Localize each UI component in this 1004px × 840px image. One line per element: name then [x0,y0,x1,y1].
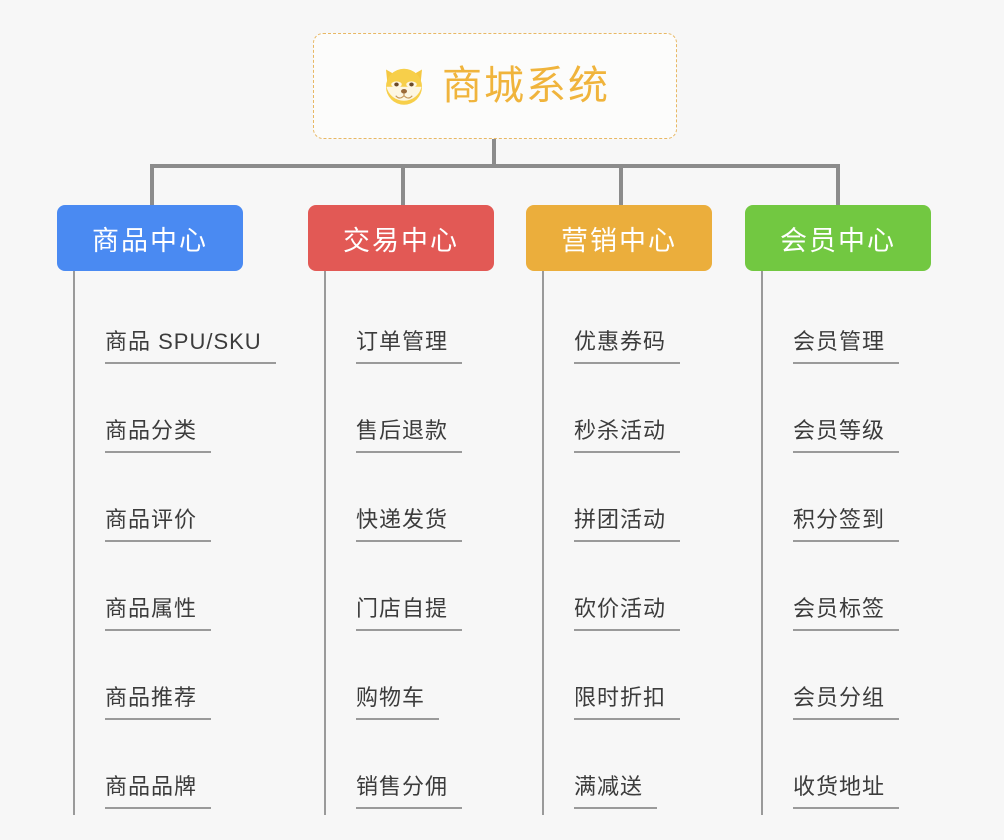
category-header-product-center[interactable]: 商品中心 [57,205,243,271]
leaf-item[interactable]: 优惠券码 [544,281,712,370]
leaf-label: 购物车 [356,685,440,720]
leaf-label: 会员管理 [793,329,900,364]
connector-bus [150,164,840,168]
category-header-marketing-center[interactable]: 营销中心 [526,205,712,271]
category-label: 营销中心 [561,225,677,256]
leaf-label: 快递发货 [356,507,463,542]
leaf-label: 商品分类 [105,418,212,453]
connector-drop-product-center [150,164,154,206]
connector-drop-member-center [836,164,840,206]
leaf-item[interactable]: 快递发货 [326,459,494,548]
leaf-item[interactable]: 拼团活动 [544,459,712,548]
branch-column-member-center: 会员中心 会员管理 会员等级 积分签到 会员标签 会员分组 收货地址 [745,205,931,815]
leaf-list-product-center: 商品 SPU/SKU 商品分类 商品评价 商品属性 商品推荐 商品品牌 [73,271,276,815]
leaf-label: 砍价活动 [574,596,681,631]
leaf-label: 商品品牌 [105,774,212,809]
leaf-item[interactable]: 订单管理 [326,281,494,370]
leaf-label: 售后退款 [356,418,463,453]
leaf-item[interactable]: 会员管理 [763,281,931,370]
leaf-label: 商品评价 [105,507,212,542]
leaf-item[interactable]: 会员标签 [763,548,931,637]
leaf-item[interactable]: 购物车 [326,637,494,726]
leaf-label: 满减送 [574,774,658,809]
branch-column-trade-center: 交易中心 订单管理 售后退款 快递发货 门店自提 购物车 销售分佣 [308,205,494,815]
category-label: 商品中心 [92,225,208,256]
branch-column-marketing-center: 营销中心 优惠券码 秒杀活动 拼团活动 砍价活动 限时折扣 满减送 [526,205,712,815]
leaf-item[interactable]: 积分签到 [763,459,931,548]
leaf-item[interactable]: 售后退款 [326,370,494,459]
leaf-label: 限时折扣 [574,685,681,720]
connector-root-drop [492,139,496,167]
leaf-item[interactable]: 限时折扣 [544,637,712,726]
leaf-item[interactable]: 会员等级 [763,370,931,459]
leaf-label: 会员标签 [793,596,900,631]
root-node-label: 商城系统 [442,64,610,108]
leaf-label: 商品 SPU/SKU [105,329,276,364]
leaf-list-marketing-center: 优惠券码 秒杀活动 拼团活动 砍价活动 限时折扣 满减送 [542,271,712,815]
leaf-label: 销售分佣 [356,774,463,809]
connector-drop-marketing-center [619,164,623,206]
leaf-item[interactable]: 门店自提 [326,548,494,637]
leaf-label: 商品推荐 [105,685,212,720]
leaf-item[interactable]: 商品 SPU/SKU [75,281,276,370]
leaf-label: 会员等级 [793,418,900,453]
leaf-item[interactable]: 收货地址 [763,726,931,815]
category-header-trade-center[interactable]: 交易中心 [308,205,494,271]
leaf-item[interactable]: 商品分类 [75,370,243,459]
leaf-label: 会员分组 [793,685,900,720]
dog-face-icon [386,68,422,105]
leaf-list-trade-center: 订单管理 售后退款 快递发货 门店自提 购物车 销售分佣 [324,271,494,815]
branch-column-product-center: 商品中心 商品 SPU/SKU 商品分类 商品评价 商品属性 商品推荐 商品品牌 [57,205,276,815]
leaf-item[interactable]: 满减送 [544,726,712,815]
root-node-mall-system[interactable]: 商城系统 [313,33,677,139]
leaf-item[interactable]: 秒杀活动 [544,370,712,459]
leaf-item[interactable]: 商品推荐 [75,637,243,726]
leaf-label: 收货地址 [793,774,900,809]
leaf-label: 订单管理 [356,329,463,364]
category-label: 会员中心 [780,225,896,256]
leaf-item[interactable]: 销售分佣 [326,726,494,815]
leaf-item[interactable]: 会员分组 [763,637,931,726]
leaf-list-member-center: 会员管理 会员等级 积分签到 会员标签 会员分组 收货地址 [761,271,931,815]
leaf-item[interactable]: 砍价活动 [544,548,712,637]
leaf-label: 拼团活动 [574,507,681,542]
leaf-label: 商品属性 [105,596,212,631]
leaf-label: 门店自提 [356,596,463,631]
category-header-member-center[interactable]: 会员中心 [745,205,931,271]
leaf-label: 优惠券码 [574,329,681,364]
leaf-item[interactable]: 商品品牌 [75,726,243,815]
leaf-item[interactable]: 商品评价 [75,459,243,548]
category-label: 交易中心 [343,225,459,256]
leaf-label: 秒杀活动 [574,418,681,453]
leaf-item[interactable]: 商品属性 [75,548,243,637]
connector-drop-trade-center [401,164,405,206]
leaf-label: 积分签到 [793,507,900,542]
